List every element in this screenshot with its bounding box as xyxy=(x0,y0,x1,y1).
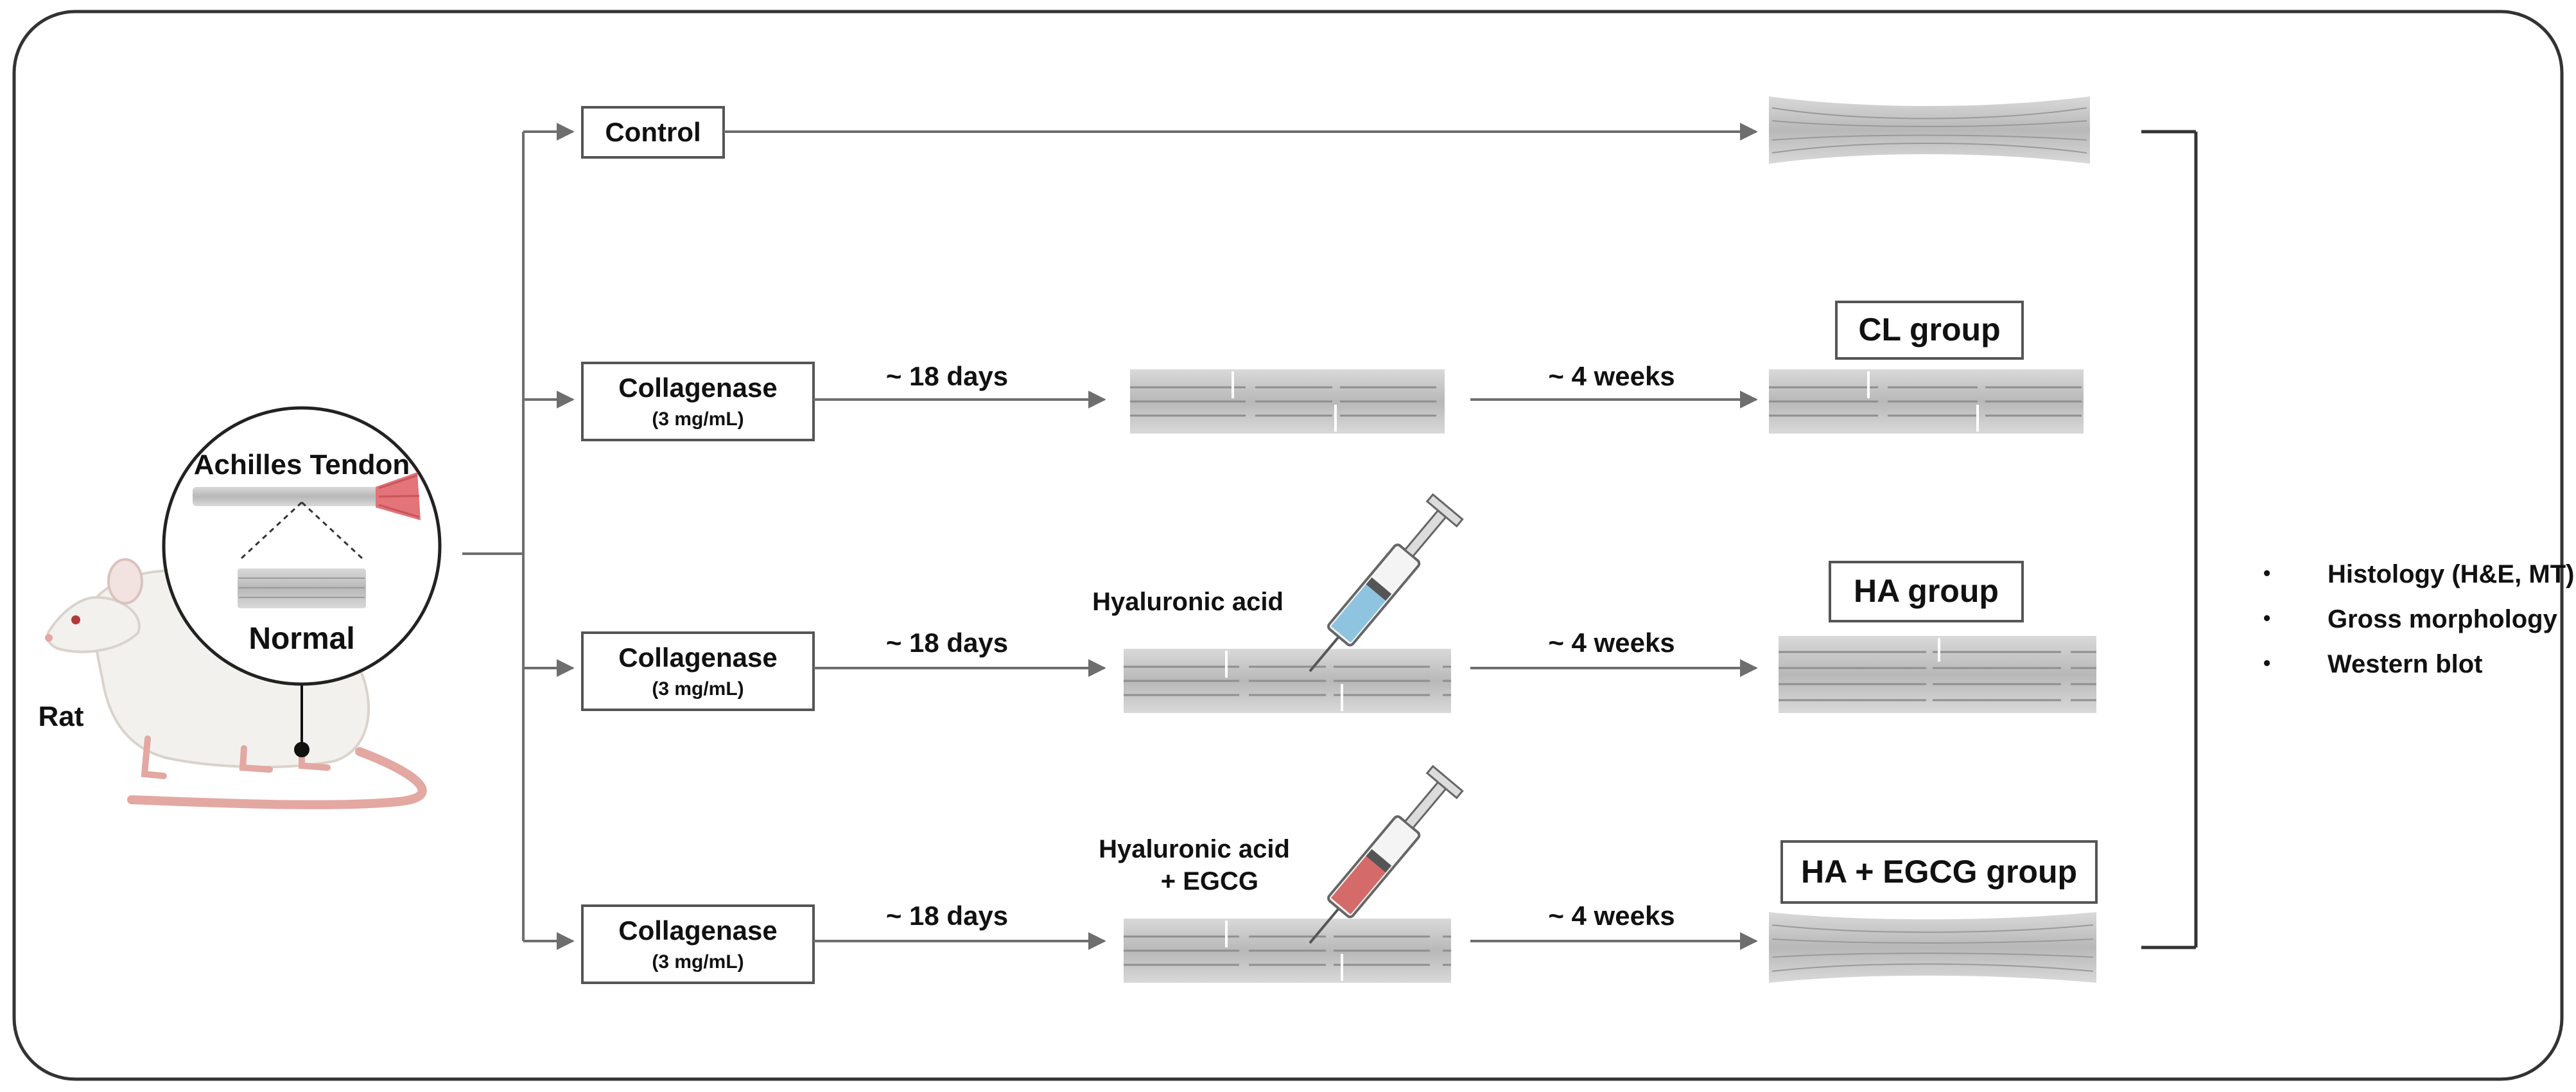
concentration-label: (3 mg/mL) xyxy=(652,678,744,700)
group-row-control: Control xyxy=(581,96,2090,164)
treatment-label: Control xyxy=(605,117,701,147)
outcome-label: HA group xyxy=(1854,573,1999,609)
syringe-ha-egcg-icon xyxy=(1309,764,1464,944)
treatment-label: Collagenase xyxy=(618,915,777,946)
group-row-ha: Collagenase (3 mg/mL) ~ 18 days Hyaluron… xyxy=(581,493,2096,713)
damaged-tendon-outcome xyxy=(1769,369,2084,434)
outcome-box-ha xyxy=(1829,561,2024,622)
tendon-location-marker xyxy=(294,742,309,757)
tendon-inset: Achilles Tendon Normal xyxy=(162,406,442,686)
analysis-bracket xyxy=(2141,130,2198,949)
healing-tendon-outcome xyxy=(1779,636,2096,713)
analysis-item: Histology (H&E, MT) xyxy=(2328,560,2574,588)
injection-label: Hyaluronic acid xyxy=(1099,835,1290,863)
treatment-box-control xyxy=(581,106,725,159)
group-row-cl: Collagenase (3 mg/mL) ~ 18 days ~ 4 week… xyxy=(581,301,2084,441)
bullet: • xyxy=(2263,651,2270,674)
treatment-label: Collagenase xyxy=(618,373,777,403)
interval-label: ~ 18 days xyxy=(886,901,1008,931)
recovered-tendon-outcome xyxy=(1769,912,2096,983)
achilles-tendon-label: Achilles Tendon xyxy=(194,449,410,480)
bullet: • xyxy=(2263,561,2270,585)
analysis-item: Western blot xyxy=(2328,650,2483,678)
treatment-box-collagenase xyxy=(581,362,815,441)
normal-label: Normal xyxy=(248,622,354,656)
treatment-label: Collagenase xyxy=(618,642,777,673)
analysis-item: Gross morphology xyxy=(2328,605,2558,633)
branch-lines xyxy=(462,123,575,950)
diagram-frame xyxy=(12,10,2564,1081)
treatment-box-collagenase xyxy=(581,904,815,984)
injection-label: + EGCG xyxy=(1161,867,1258,895)
concentration-label: (3 mg/mL) xyxy=(652,409,744,430)
treatment-box-collagenase xyxy=(581,631,815,711)
interval-label: ~ 4 weeks xyxy=(1548,361,1675,391)
concentration-label: (3 mg/mL) xyxy=(652,951,744,973)
interval-label: ~ 4 weeks xyxy=(1548,628,1675,658)
achilles-tendon-strand xyxy=(193,487,379,506)
interval-label: ~ 18 days xyxy=(886,628,1008,658)
interval-label: ~ 18 days xyxy=(886,361,1008,391)
damaged-tendon xyxy=(1124,919,1451,983)
injection-label: Hyaluronic acid xyxy=(1092,588,1284,616)
healthy-tendon-outcome xyxy=(1769,96,2090,164)
rat-label: Rat xyxy=(39,701,84,732)
interval-label: ~ 4 weeks xyxy=(1548,901,1675,931)
damaged-tendon xyxy=(1130,369,1445,434)
outcome-label: HA + EGCG group xyxy=(1801,854,2077,890)
bullet: • xyxy=(2263,606,2270,630)
damaged-tendon xyxy=(1124,649,1451,713)
syringe-ha-icon xyxy=(1309,493,1464,673)
outcome-box-ha-egcg xyxy=(1780,840,2098,904)
outcome-box-cl xyxy=(1835,301,2024,360)
outcome-label: CL group xyxy=(1858,312,2000,348)
analyses-list: • Histology (H&E, MT) • Gross morphology… xyxy=(2263,560,2574,678)
group-row-ha-egcg: Collagenase (3 mg/mL) ~ 18 days Hyaluron… xyxy=(581,764,2098,984)
